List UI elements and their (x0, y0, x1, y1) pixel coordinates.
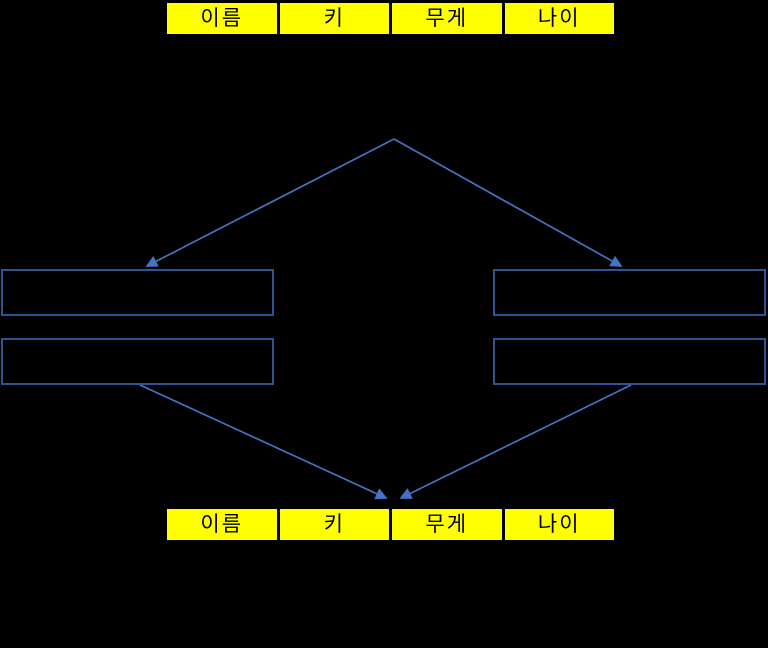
subarray-box-left-top (1, 269, 274, 316)
bottom-cell-weight: 무게 (392, 509, 502, 540)
top-cell-name: 이름 (167, 3, 277, 34)
bottom-cell-height: 키 (279, 509, 389, 540)
record-table-bottom: 이름 키 무게 나이 (167, 509, 614, 540)
subarray-box-left-bottom (1, 338, 274, 385)
bottom-cell-age: 나이 (504, 509, 614, 540)
subarray-box-right-bottom (493, 338, 766, 385)
split-arrow-right (393, 138, 623, 267)
record-table-top: 이름 키 무게 나이 (167, 3, 614, 34)
split-arrow-left (145, 138, 395, 267)
merge-arrow-left (139, 384, 388, 500)
top-cell-weight: 무게 (392, 3, 502, 34)
subarray-box-right-top (493, 269, 766, 316)
top-cell-height: 키 (279, 3, 389, 34)
top-cell-age: 나이 (504, 3, 614, 34)
merge-arrow-right (399, 384, 632, 499)
bottom-cell-name: 이름 (167, 509, 277, 540)
